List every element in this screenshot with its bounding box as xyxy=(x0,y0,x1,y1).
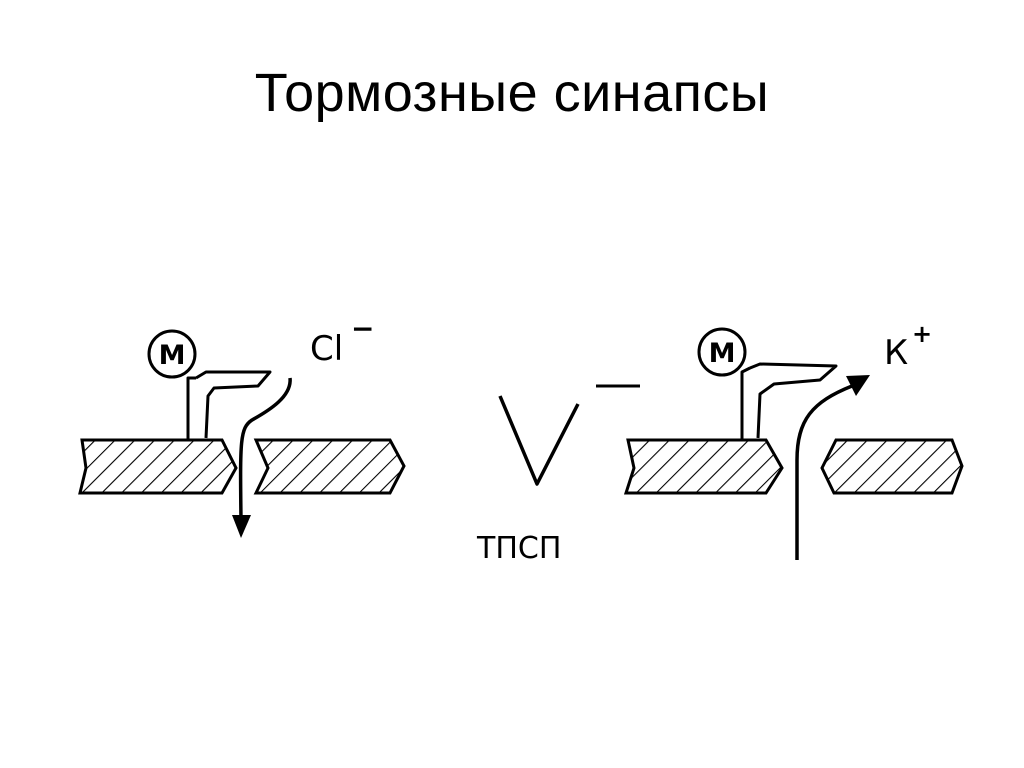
left-synapse: М Cl − xyxy=(80,312,404,538)
mediator-label: М xyxy=(709,338,736,369)
potential-curve xyxy=(500,396,578,484)
chloride-charge: − xyxy=(351,312,374,345)
mediator-label: М xyxy=(159,340,186,371)
arrowhead xyxy=(232,515,251,538)
ipsp-symbol: ТПСП xyxy=(476,386,640,566)
membrane-segment xyxy=(80,440,236,493)
receptor-channel xyxy=(188,372,270,440)
ipsp-label: ТПСП xyxy=(476,531,561,566)
membrane-segment xyxy=(626,440,782,493)
membrane-segment xyxy=(822,440,962,493)
right-synapse: М К + xyxy=(626,320,962,560)
potassium-ion-label: К xyxy=(884,333,908,373)
potassium-charge: + xyxy=(912,320,932,348)
membrane-segment xyxy=(256,440,404,493)
mediator-circle: М xyxy=(149,331,195,377)
mediator-circle: М xyxy=(699,329,745,375)
chloride-ion-label: Cl xyxy=(310,329,343,369)
